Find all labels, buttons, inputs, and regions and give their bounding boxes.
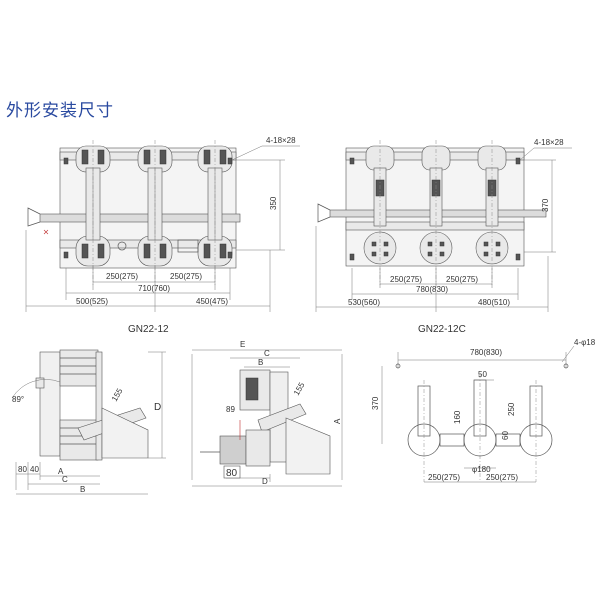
frame-plate — [95, 351, 103, 461]
lever-handle — [317, 203, 331, 223]
insulator-column — [39, 351, 61, 457]
dim-160: 160 — [453, 410, 462, 424]
lever-pin — [43, 229, 49, 235]
slant-dim: 155 — [292, 380, 307, 397]
nameplate — [177, 239, 199, 253]
overall-dim: 780(830) — [470, 348, 502, 357]
mount-hole — [515, 253, 521, 261]
lever-handle — [27, 207, 41, 227]
height-dim: 350 — [269, 196, 278, 210]
page-title: 外形安装尺寸 — [6, 101, 114, 121]
dim-E: E — [240, 340, 245, 349]
top-insulator — [59, 349, 99, 387]
overall-dim: 780(830) — [416, 285, 448, 294]
mount-hole — [63, 251, 69, 259]
pitch-1-dim: 250(275) — [106, 272, 138, 281]
slant-dim: 155 — [110, 386, 125, 403]
dim-40: 40 — [30, 465, 39, 474]
mount-hole — [63, 157, 69, 165]
model-label-gn22-12: GN22-12 — [128, 324, 169, 335]
height-dim: 370 — [371, 396, 380, 410]
dim-A: A — [333, 418, 342, 424]
contact-box — [285, 417, 331, 475]
dia-dim: φ180 — [472, 465, 491, 474]
overall-dim: 710(760) — [138, 284, 170, 293]
dim-B: B — [258, 358, 263, 367]
dim-D: D — [262, 477, 268, 486]
left-dim: 500(525) — [76, 297, 108, 306]
front-view-gn22-12: 4-18×28 350 250(275) 250(275) 710(760) 5… — [25, 136, 300, 335]
side-view-middle: E C B 89 155 80 A D — [191, 340, 343, 487]
pitch-2-dim: 250(275) — [446, 275, 478, 284]
height-dim: 370 — [541, 198, 550, 212]
mount-hole — [227, 157, 233, 165]
model-label-gn22-12c: GN22-12C — [418, 324, 466, 335]
mount-hole — [563, 363, 569, 369]
dim-C: C — [62, 475, 68, 484]
dim-60: 60 — [501, 431, 510, 440]
dim-D: D — [154, 402, 161, 413]
indicator-circle — [117, 241, 127, 251]
angle-dim: 89° — [12, 395, 24, 404]
dim-50: 50 — [478, 370, 487, 379]
side-view-left: 89° 155 D 80 40 A C B — [11, 349, 166, 495]
pitch-2-dim: 250(275) — [486, 473, 518, 482]
mount-hole — [227, 251, 233, 259]
front-view-gn22-12c: 4-18×28 370 250(275) 250(275) 780(830) 5… — [315, 138, 572, 335]
mount-hole — [395, 363, 401, 369]
mount-hole — [515, 157, 521, 165]
operating-block — [219, 435, 247, 465]
angle-dim: 89 — [226, 405, 235, 414]
hole-callout: 4-18×28 — [534, 138, 564, 147]
bottom-insulator — [245, 429, 271, 467]
terminal-2 — [463, 379, 497, 457]
operating-shaft — [39, 213, 241, 223]
right-dim: 450(475) — [196, 297, 228, 306]
dim-80: 80 — [226, 468, 238, 479]
plan-view: 780(830) 4-φ18 370 50 250 160 60 φ180 — [371, 338, 596, 483]
pitch-1-dim: 250(275) — [390, 275, 422, 284]
hole-callout: 4-φ18 — [574, 338, 596, 347]
pitch-2-dim: 250(275) — [170, 272, 202, 281]
mount-hole — [349, 157, 355, 165]
right-dim: 480(510) — [478, 298, 510, 307]
dim-C: C — [264, 349, 270, 358]
dim-250: 250 — [507, 402, 516, 416]
dim-80-box — [223, 465, 241, 479]
blade — [257, 403, 307, 433]
mount-hole — [349, 253, 355, 261]
lever-hub — [35, 377, 45, 389]
dim-80: 80 — [18, 465, 27, 474]
left-dim: 530(560) — [348, 298, 380, 307]
dim-B: B — [80, 485, 85, 494]
dim-A: A — [58, 467, 64, 476]
pitch-1-dim: 250(275) — [428, 473, 460, 482]
hole-callout: 4-18×28 — [266, 136, 296, 145]
